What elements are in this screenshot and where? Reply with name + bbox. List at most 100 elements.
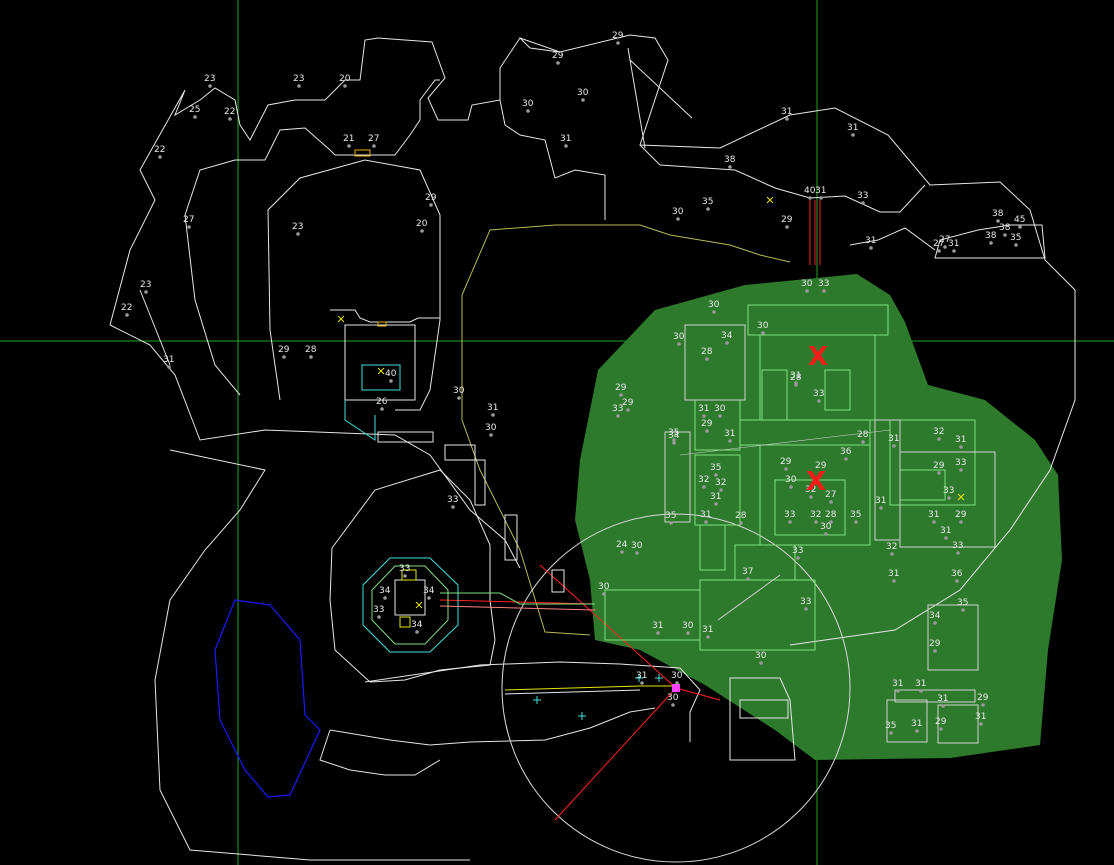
elevation-label: 31 — [815, 186, 826, 196]
objective-marker-north[interactable]: X — [808, 342, 828, 372]
elevation-label: 31 — [928, 510, 939, 520]
elevation-label: 28 — [701, 347, 713, 357]
elevation-label: 31 — [888, 569, 899, 579]
elevation-point — [167, 365, 171, 369]
elevation-label: 36 — [951, 569, 963, 579]
elevation-point — [686, 631, 690, 635]
elevation-point — [879, 506, 883, 510]
elevation-point — [706, 207, 710, 211]
elevation-point — [989, 241, 993, 245]
highlighted-region — [575, 274, 1062, 760]
elevation-label: 31 — [940, 526, 951, 536]
elevation-label: 31 — [698, 404, 709, 414]
elevation-point — [996, 219, 1000, 223]
elevation-point — [947, 496, 951, 500]
elevation-point — [941, 704, 945, 708]
elevation-label: 34 — [379, 586, 391, 596]
elevation-point — [896, 689, 900, 693]
outer-walls — [109, 34, 1076, 861]
elevation-label: 30 — [785, 475, 797, 485]
elevation-label: 32 — [810, 510, 821, 520]
elevation-label: 31 — [560, 134, 571, 144]
elevation-label: 31 — [975, 712, 986, 722]
elevation-point — [728, 165, 732, 169]
elevation-point — [380, 407, 384, 411]
elevation-point — [979, 722, 983, 726]
item-markers — [337, 196, 965, 609]
elevation-point — [956, 551, 960, 555]
elevation-label: 23 — [140, 280, 151, 290]
elevation-label: 32 — [698, 475, 709, 485]
objective-marker-center[interactable]: X — [806, 467, 826, 497]
elevation-label: 35 — [665, 511, 676, 521]
elevation-label: 31 — [892, 679, 903, 689]
elevation-label: 38 — [985, 231, 997, 241]
elevation-point — [961, 608, 965, 612]
elevation-point — [1014, 243, 1018, 247]
elevation-label: 31 — [710, 492, 721, 502]
elevation-label: 30 — [485, 423, 497, 433]
elevation-point — [959, 445, 963, 449]
elevation-point — [193, 115, 197, 119]
elevation-label: 33 — [955, 458, 966, 468]
elevation-point — [616, 414, 620, 418]
elevation-label: 40 — [385, 369, 397, 379]
elevation-point — [704, 520, 708, 524]
elevation-point — [403, 574, 407, 578]
elevation-label: 29 — [977, 693, 989, 703]
elevation-point — [739, 521, 743, 525]
elevation-label: 27 — [939, 235, 950, 245]
elevation-label: 31 — [700, 510, 711, 520]
elevation-label: 33 — [952, 541, 963, 551]
elevation-label: 37 — [742, 567, 753, 577]
elevation-point — [861, 440, 865, 444]
elevation-label: 33 — [813, 389, 824, 399]
elevation-label: 23 — [204, 74, 215, 84]
elevation-label: 20 — [339, 74, 351, 84]
elevation-label: 27 — [825, 490, 836, 500]
elevation-point — [672, 441, 676, 445]
yellow-outline — [461, 224, 791, 296]
elevation-point — [789, 485, 793, 489]
elevation-label: 38 — [999, 223, 1011, 233]
elevation-point — [808, 196, 812, 200]
elevation-label: 27 — [933, 239, 944, 249]
elevation-point — [714, 473, 718, 477]
elevation-label: 45 — [1014, 215, 1025, 225]
elevation-point — [620, 550, 624, 554]
elevation-point — [676, 217, 680, 221]
elevation-label: 33 — [447, 495, 458, 505]
elevation-label: 30 — [708, 300, 720, 310]
elevation-point — [728, 439, 732, 443]
elevation-point — [296, 232, 300, 236]
elevation-point — [671, 703, 675, 707]
elevation-label: 20 — [416, 219, 428, 229]
elevation-label: 28 — [305, 345, 317, 355]
elevation-label: 30 — [673, 332, 685, 342]
elevation-point — [158, 155, 162, 159]
elevation-point — [705, 357, 709, 361]
elevation-label: 30 — [682, 621, 694, 631]
elevation-point — [759, 661, 763, 665]
elevation-label: 31 — [781, 107, 792, 117]
elevation-point — [556, 61, 560, 65]
elevation-label: 30 — [453, 386, 465, 396]
elevation-point — [915, 729, 919, 733]
elevation-label: 31 — [487, 403, 498, 413]
elevation-label: 30 — [714, 404, 726, 414]
elevation-point — [817, 399, 821, 403]
elevation-label: 31 — [915, 679, 926, 689]
elevation-point — [640, 681, 644, 685]
elevation-label: 31 — [724, 429, 735, 439]
elevation-label: 26 — [376, 397, 388, 407]
elevation-label: 23 — [292, 222, 303, 232]
player-position[interactable] — [672, 684, 680, 692]
elevation-point — [656, 631, 660, 635]
cyan-markers — [533, 674, 663, 720]
elevation-label: 31 — [955, 435, 966, 445]
elevation-label: 22 — [121, 303, 132, 313]
elevation-label: 29 — [955, 510, 967, 520]
elevation-label: 32 — [933, 427, 944, 437]
